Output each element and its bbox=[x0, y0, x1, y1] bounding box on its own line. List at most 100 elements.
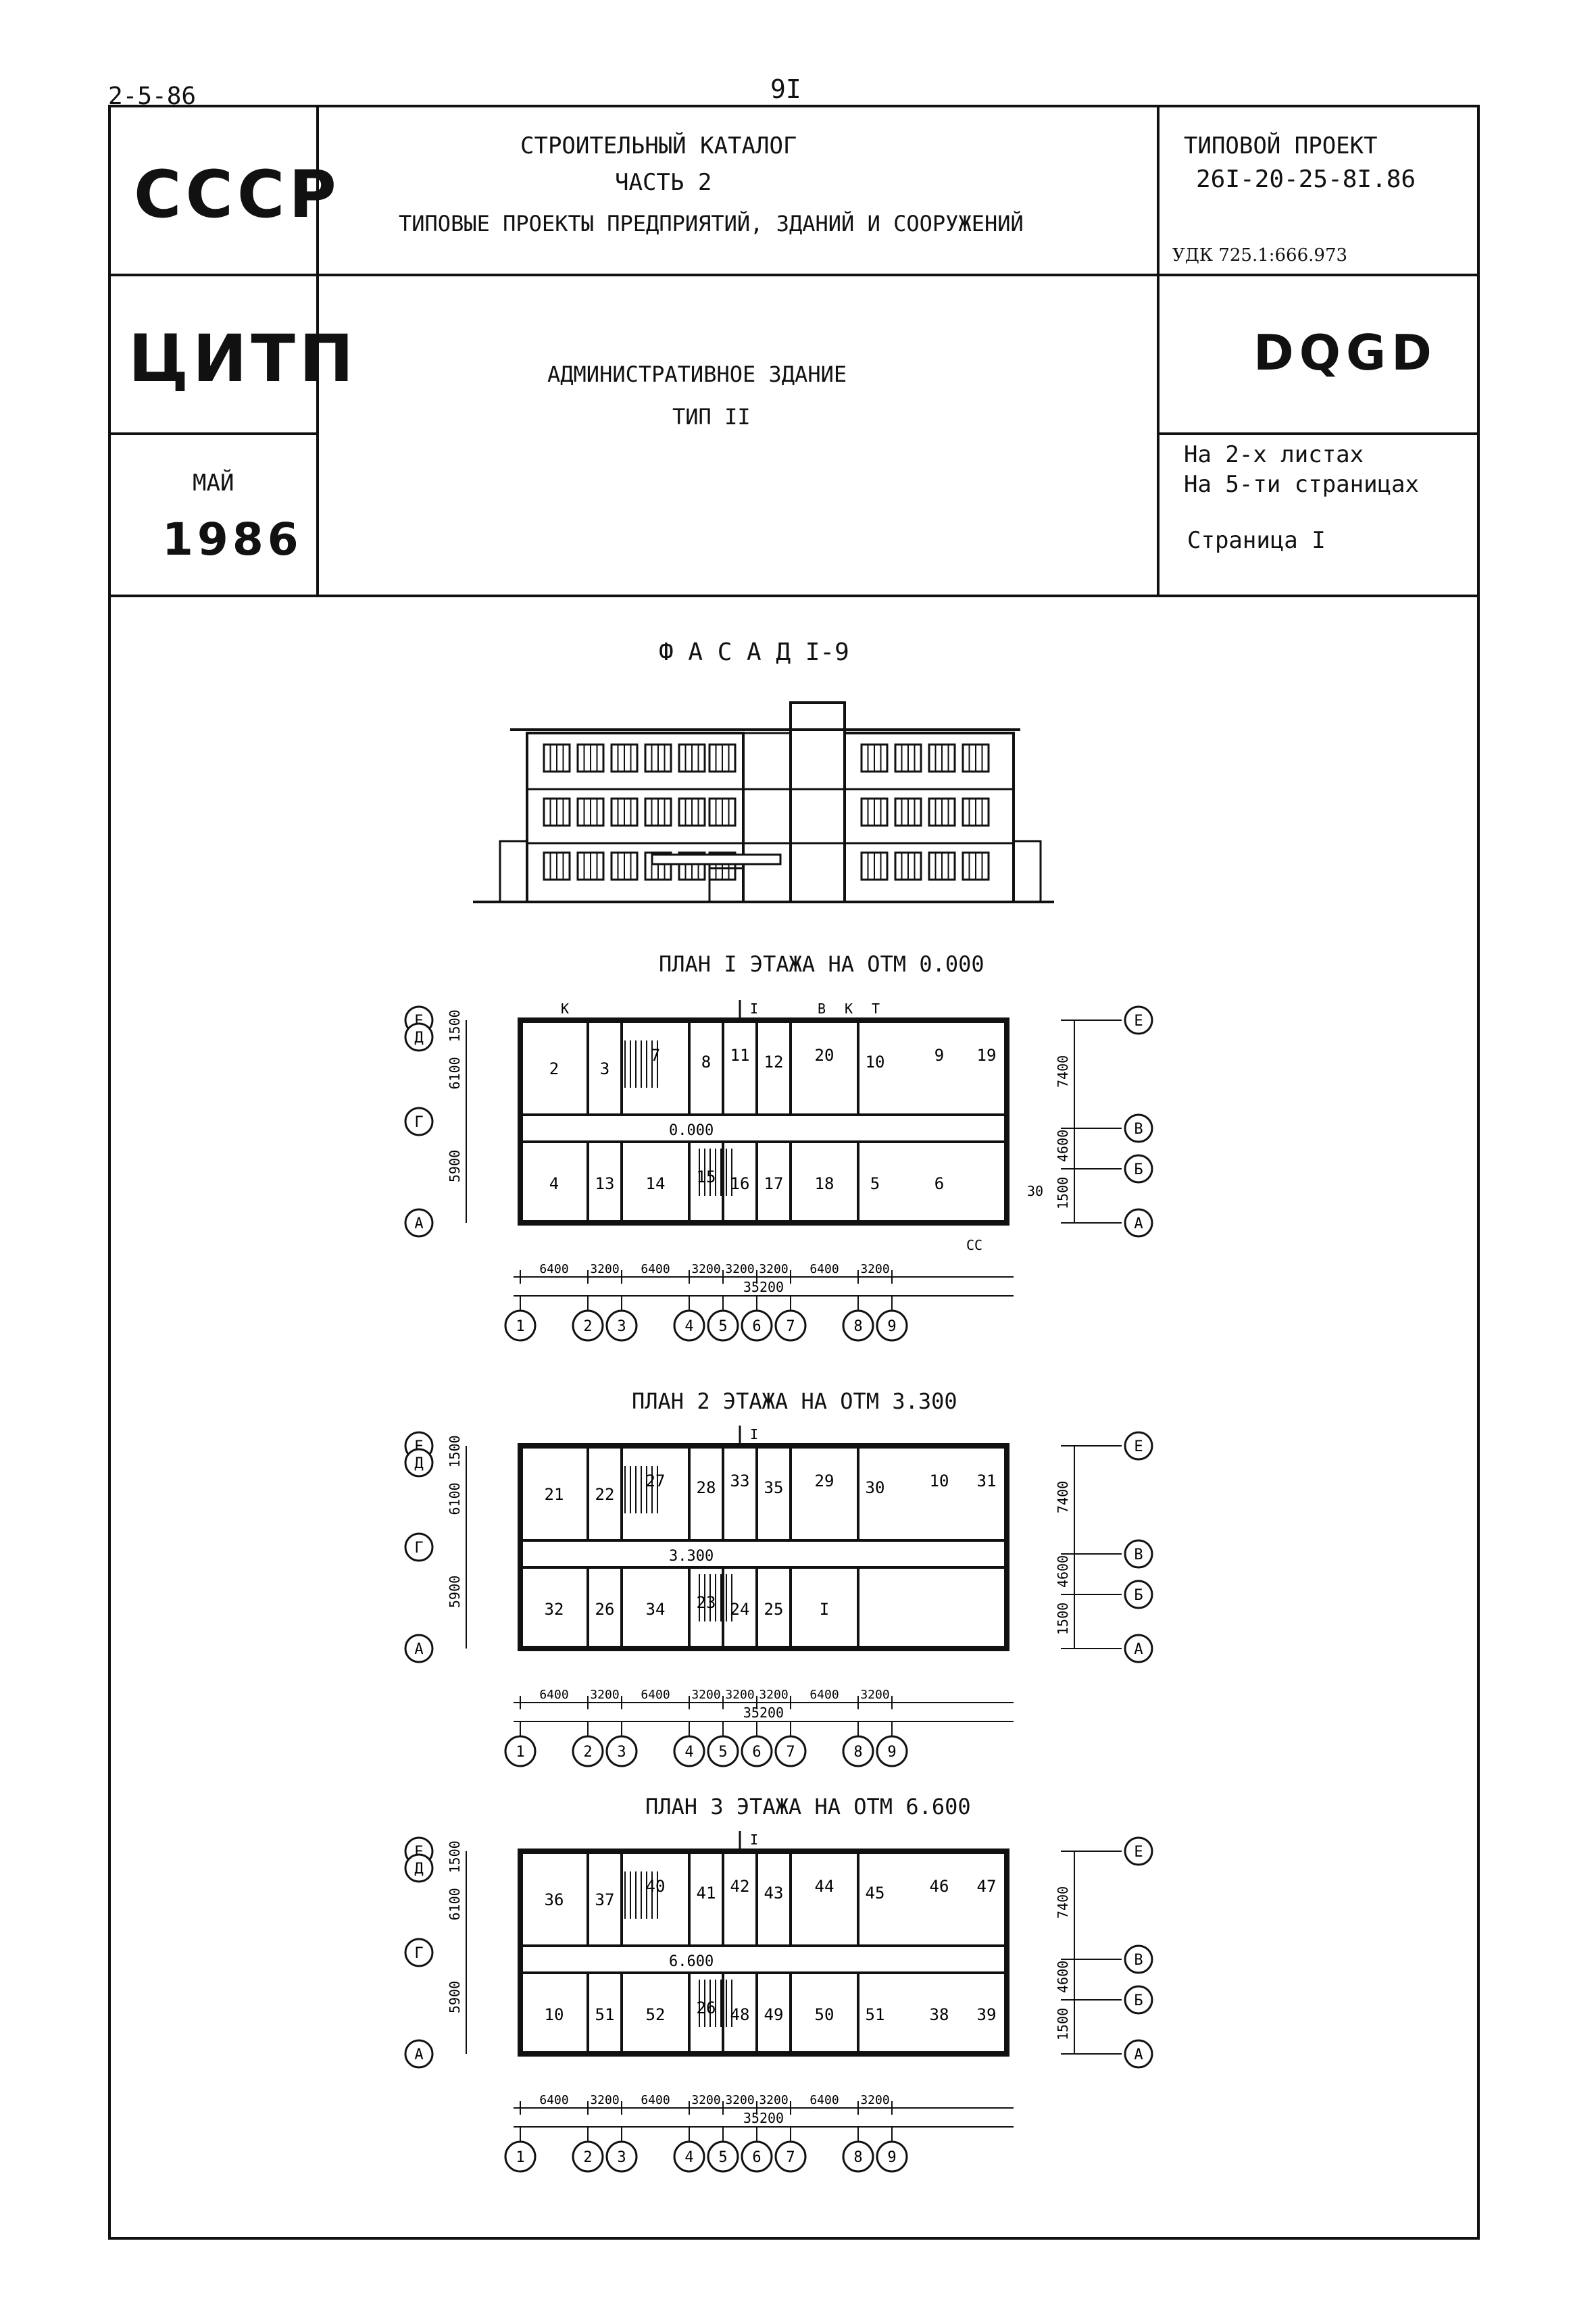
axis-bubble bbox=[572, 2140, 604, 2173]
axis-bubble bbox=[1124, 1208, 1153, 1238]
axis-bubble bbox=[1124, 1580, 1153, 1609]
room-number: 10 bbox=[930, 1472, 949, 1490]
service-note: К bbox=[561, 1001, 569, 1017]
dim-value: 6400 bbox=[809, 2093, 839, 2107]
room-number: 14 bbox=[646, 1174, 666, 1193]
room-number: 36 bbox=[545, 1890, 564, 1909]
axis-label: А bbox=[1134, 1641, 1143, 1658]
dim-value: 6400 bbox=[539, 1688, 568, 1702]
room-number: 26 bbox=[697, 1998, 716, 2017]
room-number: 4 bbox=[549, 1174, 559, 1193]
axis-bubble bbox=[876, 1735, 908, 1767]
dim-value: 3200 bbox=[725, 2093, 754, 2107]
header-bottom-rule bbox=[108, 595, 1480, 597]
axis-label: А bbox=[1134, 2046, 1143, 2063]
axis-bubble bbox=[842, 2140, 874, 2173]
room-number: I bbox=[820, 1600, 829, 1619]
axis-bubble bbox=[741, 1735, 773, 1767]
dim-value: 6400 bbox=[641, 2093, 670, 2107]
room-number: 17 bbox=[764, 1174, 784, 1193]
margin-mark-2 bbox=[108, 1486, 110, 1547]
dim-value: 3200 bbox=[860, 2093, 889, 2107]
dim-value: 5900 bbox=[447, 1981, 463, 2013]
axis-label: Е bbox=[1134, 1013, 1143, 1030]
doc-title-line-2: ТИП II bbox=[672, 404, 751, 430]
axis-bubble bbox=[1124, 1113, 1153, 1143]
room-number: 20 bbox=[815, 1046, 834, 1065]
org-ussr: СССР bbox=[134, 157, 341, 232]
doc-title-line-1: АДМИНИСТРАТИВНОЕ ЗДАНИЕ bbox=[547, 361, 847, 387]
dim-value: 7400 bbox=[1055, 1055, 1071, 1088]
service-note: 30 bbox=[1027, 1183, 1043, 1199]
header-divider-left bbox=[316, 105, 319, 596]
axis-bubble bbox=[774, 1735, 807, 1767]
header-left-rule bbox=[108, 432, 318, 435]
room-number: 32 bbox=[545, 1600, 564, 1619]
axis-bubble bbox=[404, 1022, 434, 1052]
catalog-line-3: ТИПОВЫЕ ПРОЕКТЫ ПРЕДПРИЯТИЙ, ЗДАНИЙ И СО… bbox=[399, 211, 1024, 236]
axis-bubble bbox=[1124, 1985, 1153, 2015]
axis-bubble bbox=[572, 1735, 604, 1767]
service-note: В bbox=[818, 1001, 826, 1017]
axis-label: 6 bbox=[752, 1318, 761, 1335]
dim-value: 6400 bbox=[539, 2093, 568, 2107]
room-number: 33 bbox=[730, 1472, 750, 1490]
axis-bubble bbox=[572, 1309, 604, 1342]
margin-mark-1 bbox=[108, 845, 110, 905]
axis-label: Е bbox=[1134, 1844, 1143, 1861]
room-number: 30 bbox=[866, 1478, 885, 1497]
axis-bubble bbox=[1124, 1005, 1153, 1035]
axis-label: 1 bbox=[516, 1744, 524, 1761]
axis-label: 9 bbox=[887, 2149, 896, 2166]
room-number: 41 bbox=[697, 1884, 716, 1903]
axis-label: 4 bbox=[684, 1744, 693, 1761]
dim-value: 3200 bbox=[759, 1688, 788, 1702]
axis-bubble bbox=[842, 1309, 874, 1342]
room-number: 7 bbox=[651, 1046, 660, 1065]
axis-label: В bbox=[1134, 1121, 1143, 1138]
dim-value: 6400 bbox=[809, 1688, 839, 1702]
room-number: 51 bbox=[866, 2005, 885, 2024]
axis-label: 9 bbox=[887, 1744, 896, 1761]
issue-month: МАЙ bbox=[193, 470, 234, 497]
dim-total: 35200 bbox=[743, 1705, 784, 1721]
dim-value: 1500 bbox=[447, 1009, 463, 1042]
room-number: 5 bbox=[870, 1174, 880, 1193]
service-note: СС bbox=[966, 1237, 982, 1253]
room-number: 15 bbox=[697, 1167, 716, 1186]
room-number: 18 bbox=[815, 1174, 834, 1193]
dim-value: 6400 bbox=[539, 1262, 568, 1276]
header-divider-right bbox=[1157, 105, 1159, 596]
axis-bubble bbox=[876, 2140, 908, 2173]
room-number: 21 bbox=[545, 1485, 564, 1504]
axis-label: 5 bbox=[718, 2149, 727, 2166]
header-right-rule bbox=[1157, 432, 1480, 435]
room-number: 34 bbox=[646, 1600, 666, 1619]
axis-label: 3 bbox=[617, 1318, 626, 1335]
dim-value: 3200 bbox=[860, 1262, 889, 1276]
service-note: К bbox=[845, 1001, 853, 1017]
room-number: 35 bbox=[764, 1478, 784, 1497]
axis-bubble bbox=[1124, 1634, 1153, 1663]
axis-label: Д bbox=[414, 1861, 423, 1878]
axis-label: 8 bbox=[853, 1744, 862, 1761]
udk-code: УДК 725.1:666.973 bbox=[1172, 245, 1348, 266]
dim-value: 7400 bbox=[1055, 1886, 1071, 1919]
room-number: 23 bbox=[697, 1593, 716, 1612]
axis-bubble bbox=[605, 1735, 638, 1767]
axis-label: 7 bbox=[786, 1318, 795, 1335]
dim-total: 35200 bbox=[743, 1279, 784, 1295]
axis-label: 7 bbox=[786, 2149, 795, 2166]
room-number: 25 bbox=[764, 1600, 784, 1619]
org-citp: ЦИТП bbox=[128, 321, 358, 397]
room-number: 13 bbox=[595, 1174, 615, 1193]
axis-label: Д bbox=[414, 1455, 423, 1472]
room-number: 42 bbox=[730, 1877, 750, 1896]
facade-title: Ф А С А Д I-9 bbox=[659, 638, 849, 666]
outer-wall bbox=[518, 1848, 1009, 2057]
axis-bubble bbox=[741, 1309, 773, 1342]
axis-bubble bbox=[1124, 1539, 1153, 1569]
room-number: 40 bbox=[646, 1877, 666, 1896]
room-number: 9 bbox=[934, 1046, 944, 1065]
